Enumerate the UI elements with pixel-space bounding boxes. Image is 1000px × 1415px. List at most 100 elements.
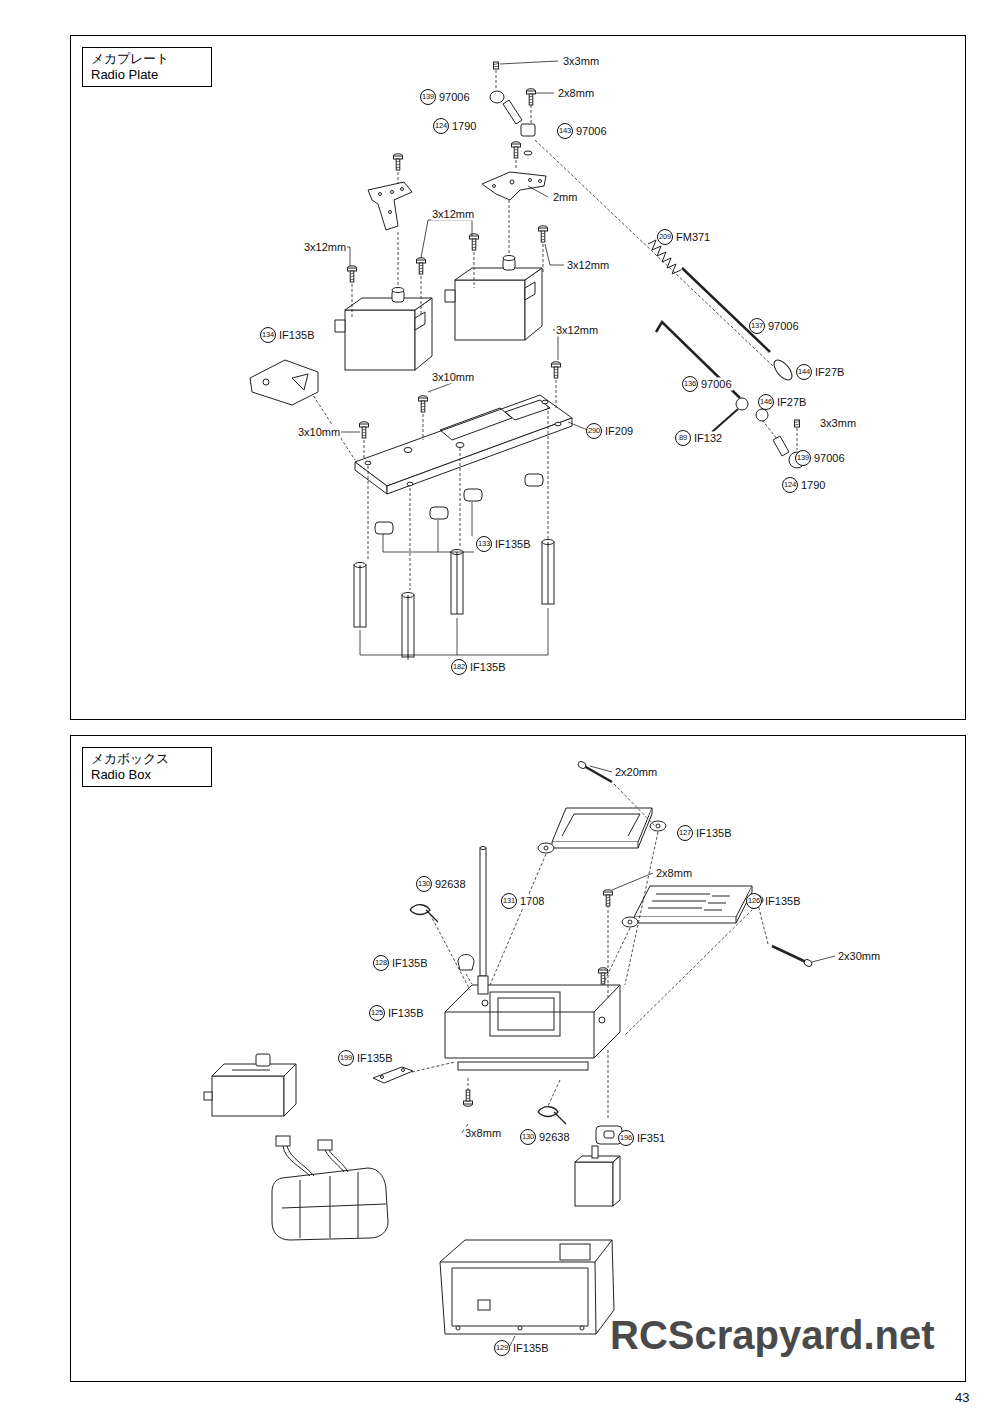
radio-plate [365, 461, 371, 465]
post [408, 595, 409, 657]
leader-line [612, 873, 653, 890]
part-label: IF135B [695, 827, 732, 840]
switch [604, 1131, 614, 1138]
screw [604, 890, 613, 906]
servo [335, 320, 345, 332]
title-text: メカボックス [91, 751, 203, 767]
screw [527, 89, 536, 105]
radio-box [599, 1017, 605, 1023]
battery [276, 1136, 290, 1146]
part-label: 97006 [767, 320, 800, 333]
callout-number: 127 [677, 825, 693, 841]
servo-horn [391, 191, 394, 194]
receiver [256, 1054, 270, 1066]
callout-number: 196 [618, 1130, 634, 1146]
linkage [490, 91, 805, 468]
dashed-guide [412, 1062, 455, 1072]
servo [525, 282, 535, 300]
receiver [212, 1076, 284, 1116]
servo [455, 280, 525, 340]
screw [464, 1090, 473, 1106]
callout-number: 124 [433, 118, 449, 134]
leader-line [462, 766, 835, 1346]
servo-horn [368, 172, 546, 230]
callout-number: 130 [416, 876, 432, 892]
receiver [284, 1064, 296, 1116]
post [451, 552, 463, 614]
callout-number: 199 [338, 1050, 354, 1066]
part-label: 2x8mm [557, 87, 595, 100]
mount [525, 474, 543, 486]
battery [272, 1168, 388, 1240]
screw [795, 420, 800, 427]
part-label: 3x12mm [431, 208, 475, 221]
part-label: 3x12mm [555, 324, 599, 337]
callout-number: 144 [796, 364, 812, 380]
dashed-guide [430, 900, 608, 1000]
dashed-guide [490, 832, 756, 1035]
part-label: 3x10mm [297, 426, 341, 439]
receiver-box-lid [634, 886, 752, 923]
leader-line [360, 608, 548, 660]
dashed-guide [300, 70, 797, 590]
radio-plate [355, 395, 572, 494]
linkage [521, 124, 535, 136]
battery-box-lid [656, 824, 660, 828]
leader-line [421, 220, 472, 258]
radio-box [490, 992, 560, 1036]
part-label: IF135B [764, 895, 801, 908]
linkage [648, 240, 681, 274]
radio-box [498, 998, 554, 1030]
title-text: Radio Box [91, 767, 203, 783]
part-label: 97006 [813, 452, 846, 465]
mount [464, 489, 482, 501]
callout-number: 139 [795, 450, 811, 466]
part-label: IF135B [494, 538, 531, 551]
part-label: 2x8mm [655, 867, 693, 880]
callout-number: 134 [260, 327, 276, 343]
strap [373, 1067, 413, 1083]
battery-box-lid [552, 808, 652, 842]
part-label: 97006 [438, 91, 471, 104]
dashed-guide [614, 784, 768, 944]
callout-number: 182 [451, 659, 467, 675]
screw [360, 422, 369, 438]
radio-plate [355, 462, 387, 494]
strap [373, 1067, 413, 1083]
battery [282, 1172, 386, 1238]
callout-number: 129 [494, 1340, 510, 1356]
battery [272, 1136, 388, 1240]
chassis-tray [580, 1326, 584, 1330]
linkage [503, 100, 522, 124]
long-screw [584, 766, 612, 782]
antenna-rod [480, 847, 486, 850]
callout-number: 128 [373, 955, 389, 971]
chassis-tray [456, 1326, 460, 1330]
radio-plate [555, 422, 561, 426]
long-screw [803, 958, 813, 967]
callout-number: 209 [657, 229, 673, 245]
part-label: 2x30mm [837, 950, 881, 963]
title-text: メカプレート [91, 51, 203, 67]
radio-box [445, 985, 620, 1058]
leader-line [500, 61, 558, 64]
post [354, 540, 554, 658]
part-label: 97006 [575, 125, 608, 138]
part-label: 3x12mm [303, 241, 347, 254]
switch [592, 1146, 598, 1158]
servo [345, 310, 415, 370]
antenna-cap [458, 955, 474, 971]
linkage [524, 151, 532, 155]
dashed-guide [412, 784, 768, 1120]
servo-horn [379, 193, 382, 196]
linkage [490, 91, 504, 103]
panel-frame [71, 736, 966, 1382]
part-label: 3x12mm [566, 259, 610, 272]
switch [575, 1162, 613, 1206]
radio-plate [355, 395, 572, 486]
chassis-tray [518, 1326, 522, 1330]
servo [345, 298, 432, 310]
battery [283, 1146, 348, 1176]
linkage [771, 357, 796, 383]
linkage [682, 268, 770, 352]
